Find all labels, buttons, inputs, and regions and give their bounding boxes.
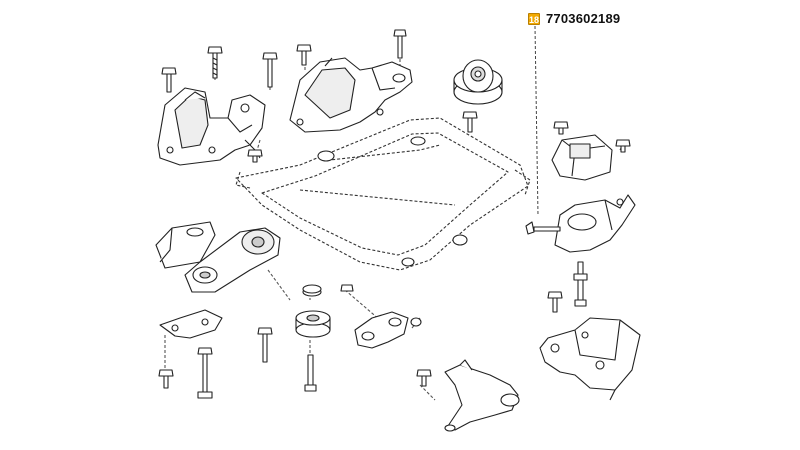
stud-bolt [573,261,588,307]
right-engine-mount [289,57,413,133]
bolt-2 [207,46,223,79]
subframe [235,117,531,271]
part-callout: 18 7703602189 [528,11,620,26]
bolt-3 [262,52,278,88]
bolt-11 [257,327,273,363]
bolt-13 [340,284,354,292]
small-link [354,311,409,349]
bolt-4 [296,44,312,66]
lower-bracket-right [539,317,641,401]
nut-washer [302,284,322,297]
bolt-9 [158,369,174,389]
torque-rod [184,227,281,293]
bolt-12 [304,354,317,392]
part-number-label[interactable]: 7703602189 [546,11,621,26]
bolt-6 [462,111,478,133]
left-engine-mount [157,87,266,166]
gearbox-mount-bracket [554,194,636,253]
bolt-14 [416,369,432,387]
nut [410,317,422,327]
small-bolt-a [553,121,569,135]
bolt-10 [197,347,213,399]
callout-badge-icon: 18 [528,12,540,25]
gearbox-mount-top [551,134,613,181]
bolt-5 [393,29,407,59]
bolt-1 [161,67,177,93]
small-bracket [159,309,223,339]
subframe-bushings [317,136,468,267]
bolt-7 [247,149,263,163]
spacer-block [155,221,216,269]
small-bolt-b [615,139,631,153]
long-horizontal-bolt [525,221,561,235]
bolt-8 [547,291,563,313]
round-rubber-mount [453,59,503,105]
lower-arm [444,359,520,432]
rubber-bushing [295,310,331,338]
